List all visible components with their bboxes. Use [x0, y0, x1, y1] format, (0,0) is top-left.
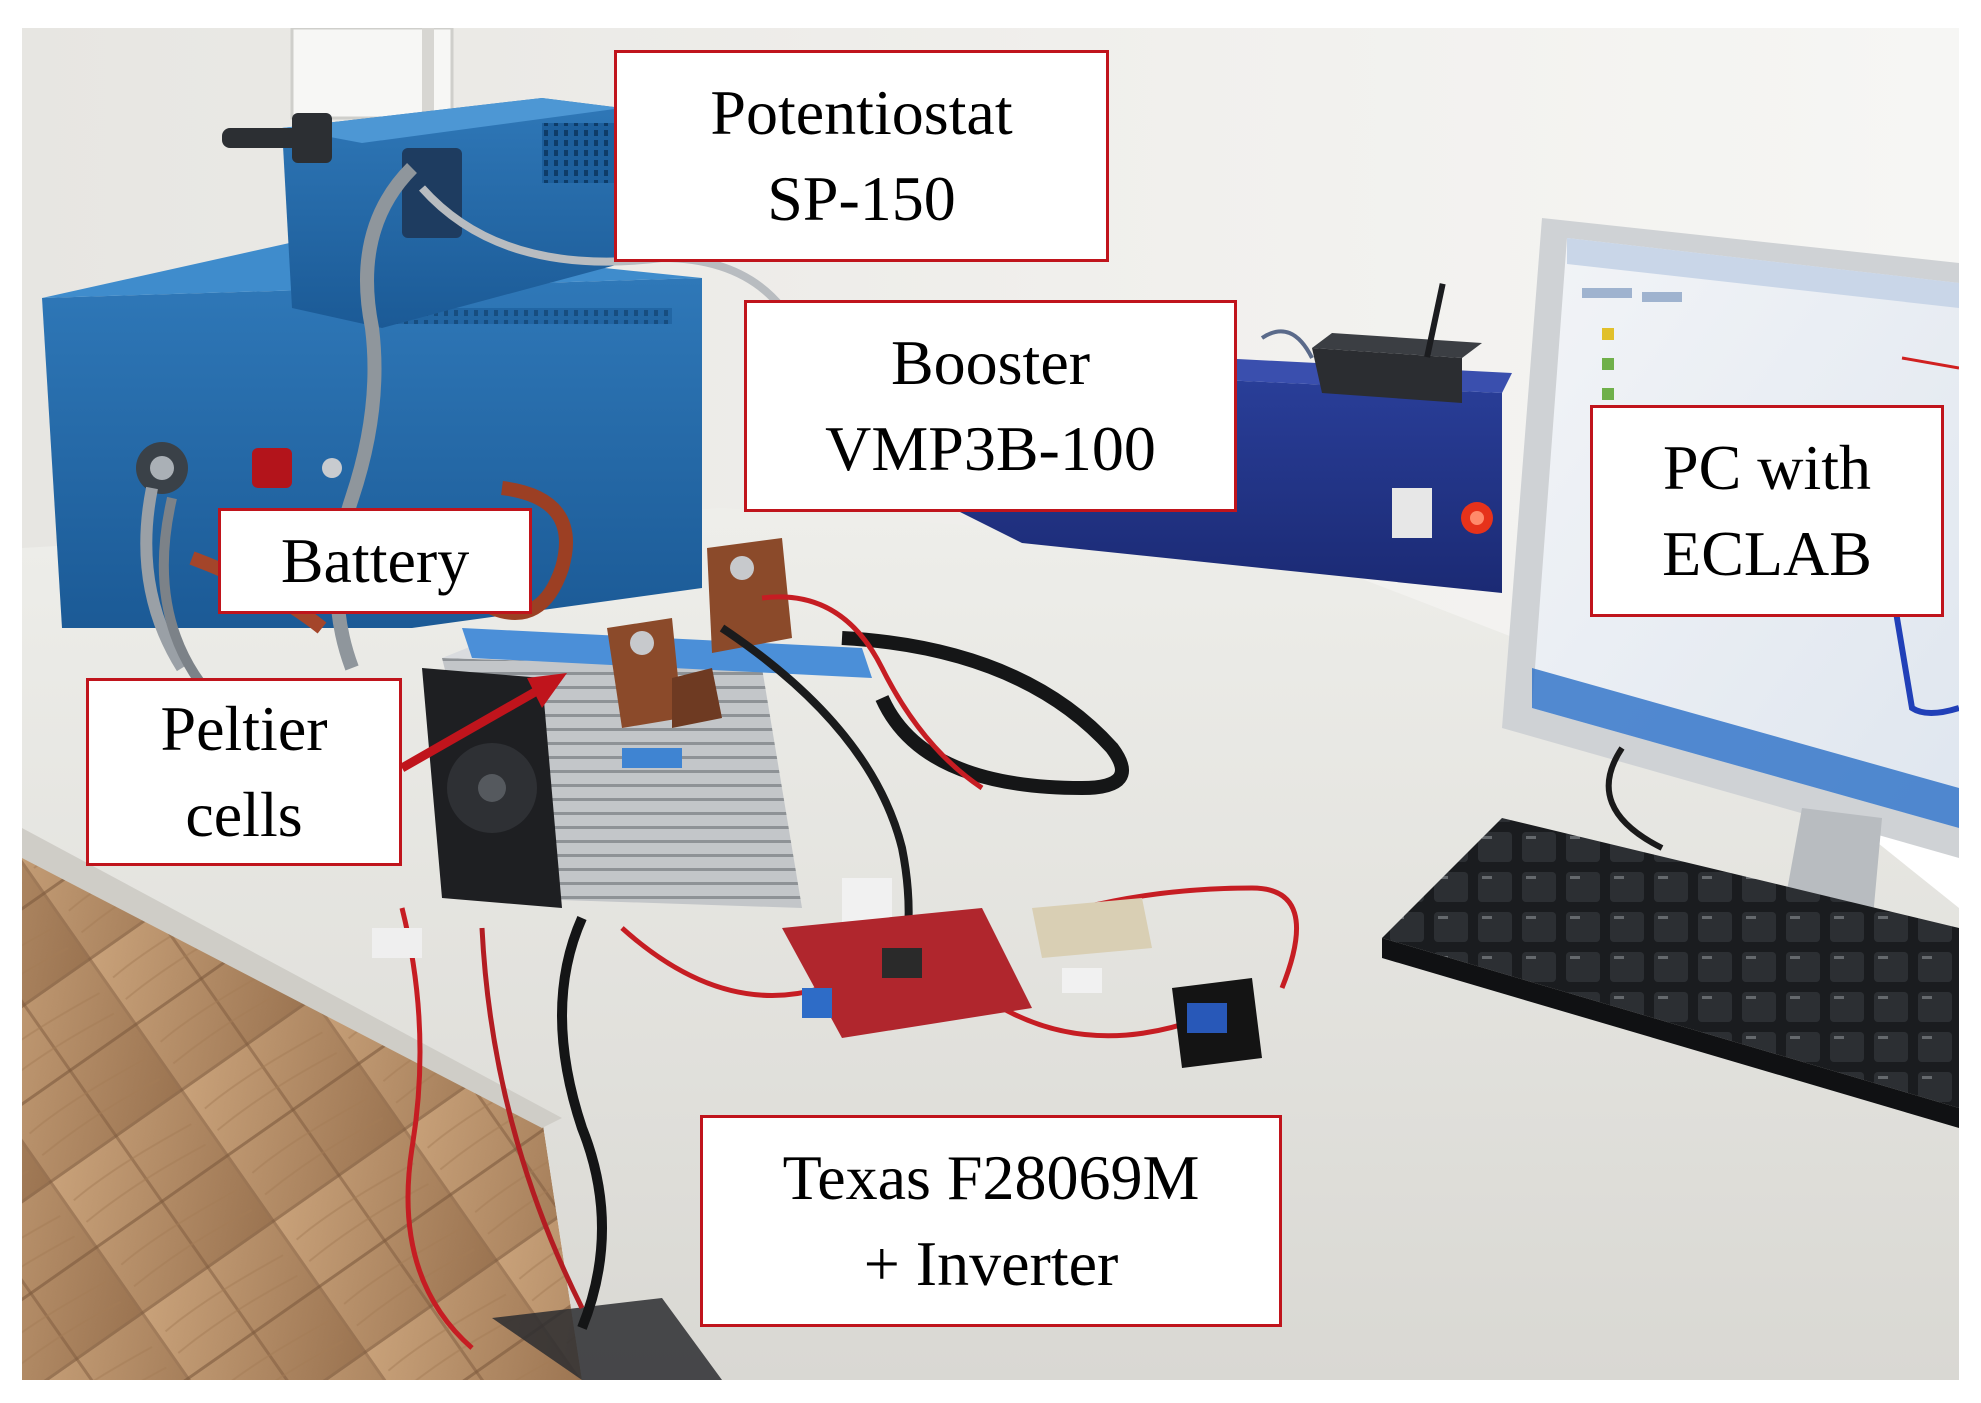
callout-peltier-line1: Peltier — [160, 693, 328, 764]
callout-pc: PC with ECLAB — [1590, 405, 1944, 617]
callout-pc-line2: ECLAB — [1662, 518, 1872, 589]
callout-potentiostat-line1: Potentiostat — [710, 77, 1013, 148]
callout-potentiostat: Potentiostat SP-150 — [614, 50, 1109, 262]
callout-potentiostat-line2: SP-150 — [767, 163, 956, 234]
callout-battery-line1: Battery — [280, 525, 470, 596]
callout-booster: Booster VMP3B-100 — [744, 300, 1237, 512]
callout-battery: Battery — [218, 508, 532, 614]
callout-texas-line1: Texas F28069M — [782, 1142, 1200, 1213]
callout-texas: Texas F28069M + Inverter — [700, 1115, 1282, 1327]
callout-booster-line1: Booster — [890, 327, 1091, 398]
callout-peltier: Peltier cells — [86, 678, 402, 866]
callout-booster-line2: VMP3B-100 — [825, 413, 1156, 484]
callout-texas-line2: + Inverter — [863, 1228, 1119, 1299]
callout-peltier-line2: cells — [185, 779, 303, 850]
callout-pc-line1: PC with — [1662, 432, 1872, 503]
